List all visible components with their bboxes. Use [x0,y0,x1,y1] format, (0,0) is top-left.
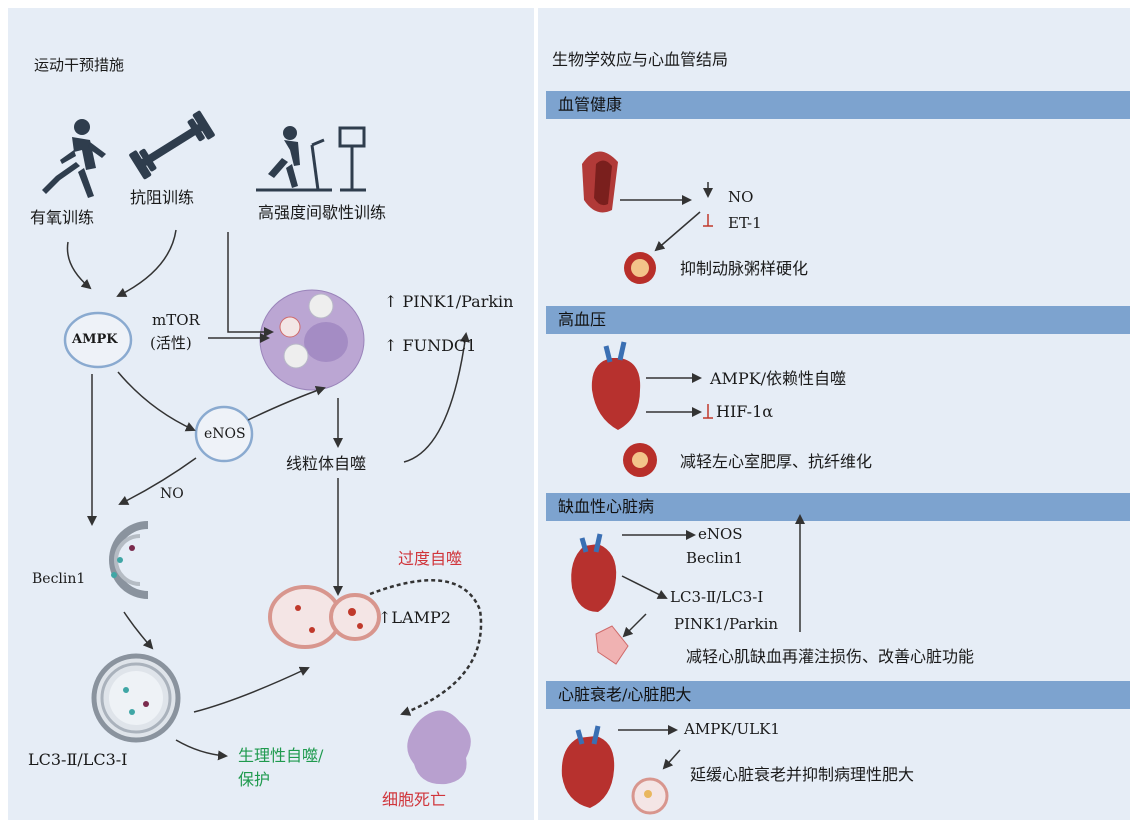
dumbbell-icon [129,110,215,180]
heart-icon [591,341,641,430]
ampk-autophagy-label: AMPK/依赖性自噬 [710,369,847,388]
ampk-ulk1-label: AMPK/ULK1 [684,720,780,738]
dying-cell-icon [407,710,471,785]
plaque-artery-icon [624,252,656,284]
ampk-label: AMPK [72,332,118,347]
excessive-autophagy-label: 过度自噬 [398,549,463,568]
physiological-autophagy-label: 生理性自噬/ [238,746,324,765]
aging-outcome-label: 延缓心脏衰老并抑制病理性肥大 [690,765,915,784]
cell-death-label: 细胞死亡 [382,790,447,809]
hif1a-label: HIF-1α [716,402,774,421]
runner-icon [42,119,106,198]
header-hypertension-label: 高血压 [558,310,607,329]
lc3-label: LC3-Ⅱ/LC3-Ⅰ [28,750,128,769]
ischemic-heart-icon [571,533,617,612]
ampk-node [63,311,133,369]
mitophagy-label: 线粒体自噬 [286,454,367,473]
cell-icon [259,289,365,391]
artery-lumen-icon [594,160,612,206]
right-arrows [618,182,805,770]
no-label: NO [160,486,184,502]
aging-heart-icon [561,725,615,808]
ischemic-outcome-label: 减轻心肌缺血再灌注损伤、改善心脏功能 [686,647,975,666]
enos-node [194,405,254,463]
cardiomyocyte-icon [595,625,629,665]
left-arrows [66,229,483,761]
header-vascular-health: 血管健康 [546,91,1130,119]
lvh-outcome-label: 减轻左心室肥厚、抗纤维化 [680,452,873,471]
phagophore-icon [109,521,149,599]
header-vascular-health-label: 血管健康 [558,95,623,114]
beclin1-effect-label: Beclin1 [686,549,744,567]
anti-atherosclerosis-label: 抑制动脉粥样硬化 [680,259,809,278]
mtor-label: mTOR [152,311,200,329]
hypertrophy-heart-icon [623,443,657,477]
treadmill-icon [256,126,366,192]
autophagosome-icon [91,653,181,743]
pink1-parkin-label: ↑ PINK1/Parkin [384,292,514,311]
header-hypertension: 高血压 [546,306,1130,334]
hiit-label: 高强度间歇性训练 [258,203,387,222]
beclin1-label: Beclin1 [32,571,86,587]
hypertrophic-cell-icon [631,777,669,815]
fundc1-label: ↑ FUNDC1 [384,336,477,355]
header-ischemic-label: 缺血性心脏病 [558,497,655,516]
enos-effect-label: eNOS [698,525,743,543]
et1-label: ET-1 [728,214,762,232]
no-effect-label: NO [728,188,754,206]
mtor-active-label: (活性) [150,334,192,352]
right-title: 生物学效应与心血管结局 [552,50,729,69]
aerobic-label: 有氧训练 [30,208,95,227]
inhibit-marks [703,214,713,419]
left-title: 运动干预措施 [34,56,125,74]
protection-label: 保护 [238,770,271,789]
lamp2-label: ↑LAMP2 [378,608,451,627]
hiit-runner-icon [268,126,300,188]
enos-label: eNOS [204,426,246,442]
pink1-effect-label: PINK1/Parkin [674,615,779,633]
header-cardiac-aging: 心脏衰老/心脏肥大 [546,681,1130,709]
lc3-effect-label: LC3-Ⅱ/LC3-Ⅰ [670,588,764,606]
header-cardiac-aging-label: 心脏衰老/心脏肥大 [558,685,692,704]
header-ischemic-heart-disease: 缺血性心脏病 [546,493,1130,521]
autolysosome-icon [268,585,381,649]
resistance-label: 抗阻训练 [130,188,195,207]
